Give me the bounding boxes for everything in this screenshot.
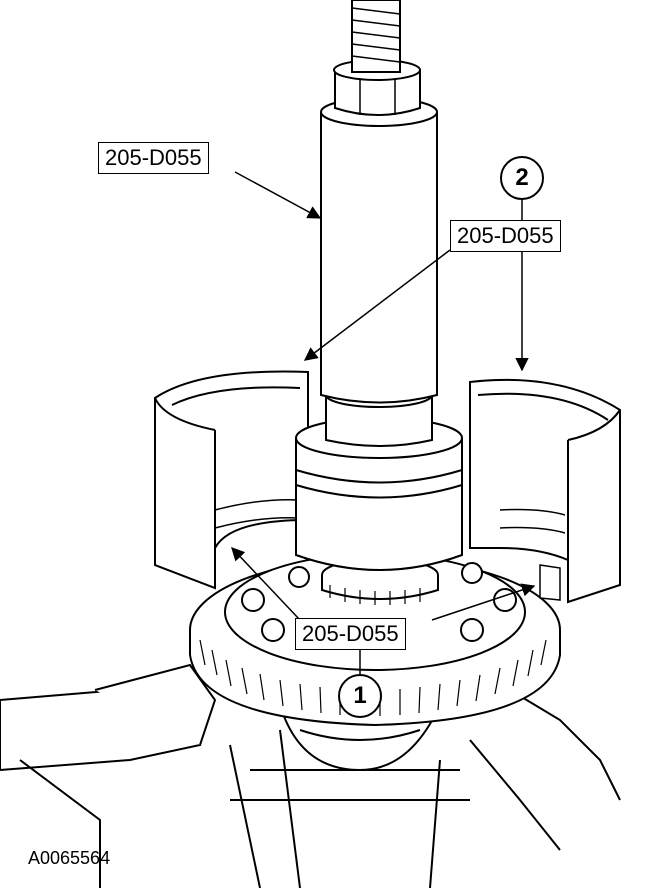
callout-2: 2 [500, 156, 544, 200]
split-collar-left [154, 370, 309, 590]
tool-label-shaft: 205-D055 [98, 142, 209, 174]
vise-base [0, 663, 621, 888]
tool-label-lower: 205-D055 [295, 618, 406, 650]
leader-left-collar [303, 249, 451, 361]
leader-lower-left [231, 547, 301, 621]
callout-1: 1 [338, 674, 382, 718]
split-collar-right [469, 378, 621, 604]
leader-shaft [234, 171, 322, 219]
figure-id: A0065564 [28, 848, 111, 868]
tool-label-collar: 205-D055 [450, 220, 561, 252]
forcing-screw-sleeve [320, 97, 438, 447]
leader-lower-right [431, 583, 536, 621]
threaded-rod [351, 0, 401, 73]
